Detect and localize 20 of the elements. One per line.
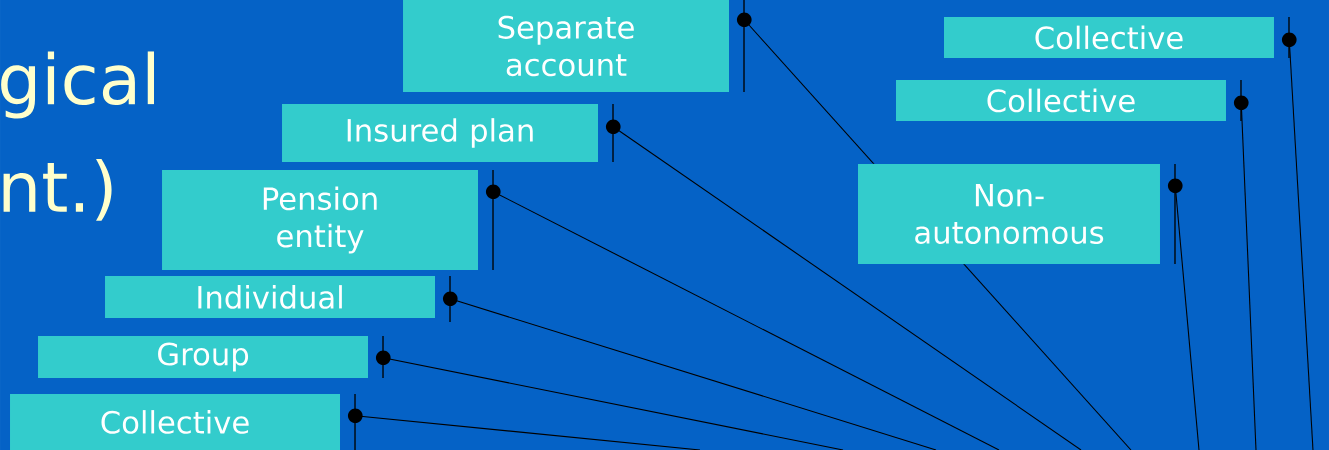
leader-line [1233, 95, 1257, 450]
leader-line [736, 12, 1132, 450]
leader-line [442, 291, 937, 450]
leader-line [375, 350, 844, 450]
label-box: Pension entity [162, 170, 478, 270]
label-box: Non-autonomous [858, 164, 1160, 264]
leader-line [1167, 178, 1200, 450]
label-box: Individual [105, 276, 435, 318]
leader-line [1281, 32, 1314, 450]
label-box: Collective [944, 17, 1274, 58]
label-box: Insured plan [282, 104, 598, 162]
title-text: gical [1, 51, 154, 119]
label-box: Collective [10, 394, 340, 450]
label-box: Separate account [403, 0, 729, 92]
leader-line [347, 408, 701, 450]
label-box: Collective [896, 80, 1226, 121]
label-box: Group [38, 336, 368, 378]
leader-line [485, 184, 1000, 450]
leader-line [605, 119, 1082, 450]
title-text: nt.) [3, 159, 112, 221]
